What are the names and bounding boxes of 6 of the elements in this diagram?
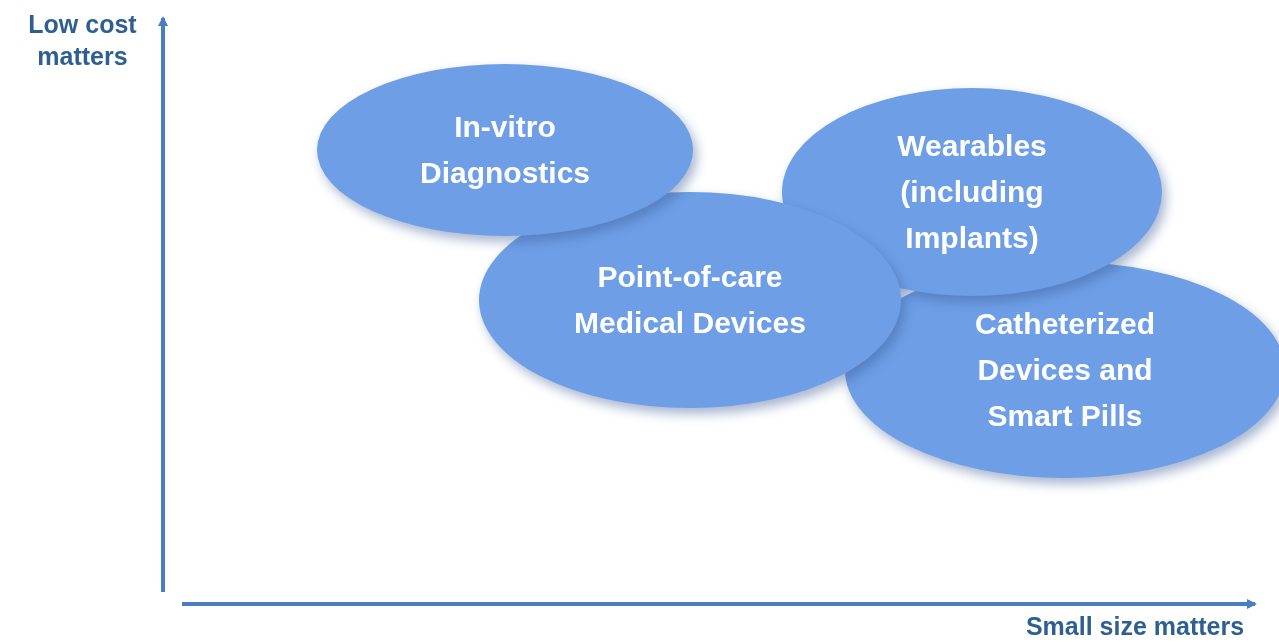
category-label: Catheterized Devices and Smart Pills: [973, 306, 1156, 434]
category-label: Wearables (including Implants): [896, 128, 1048, 256]
axis-label: Small size matters: [1024, 611, 1246, 642]
category-label: Point-of-care Medical Devices: [573, 259, 807, 341]
axis-label: Low cost matters: [27, 9, 138, 72]
category-label: In-vitro Diagnostics: [418, 109, 591, 191]
